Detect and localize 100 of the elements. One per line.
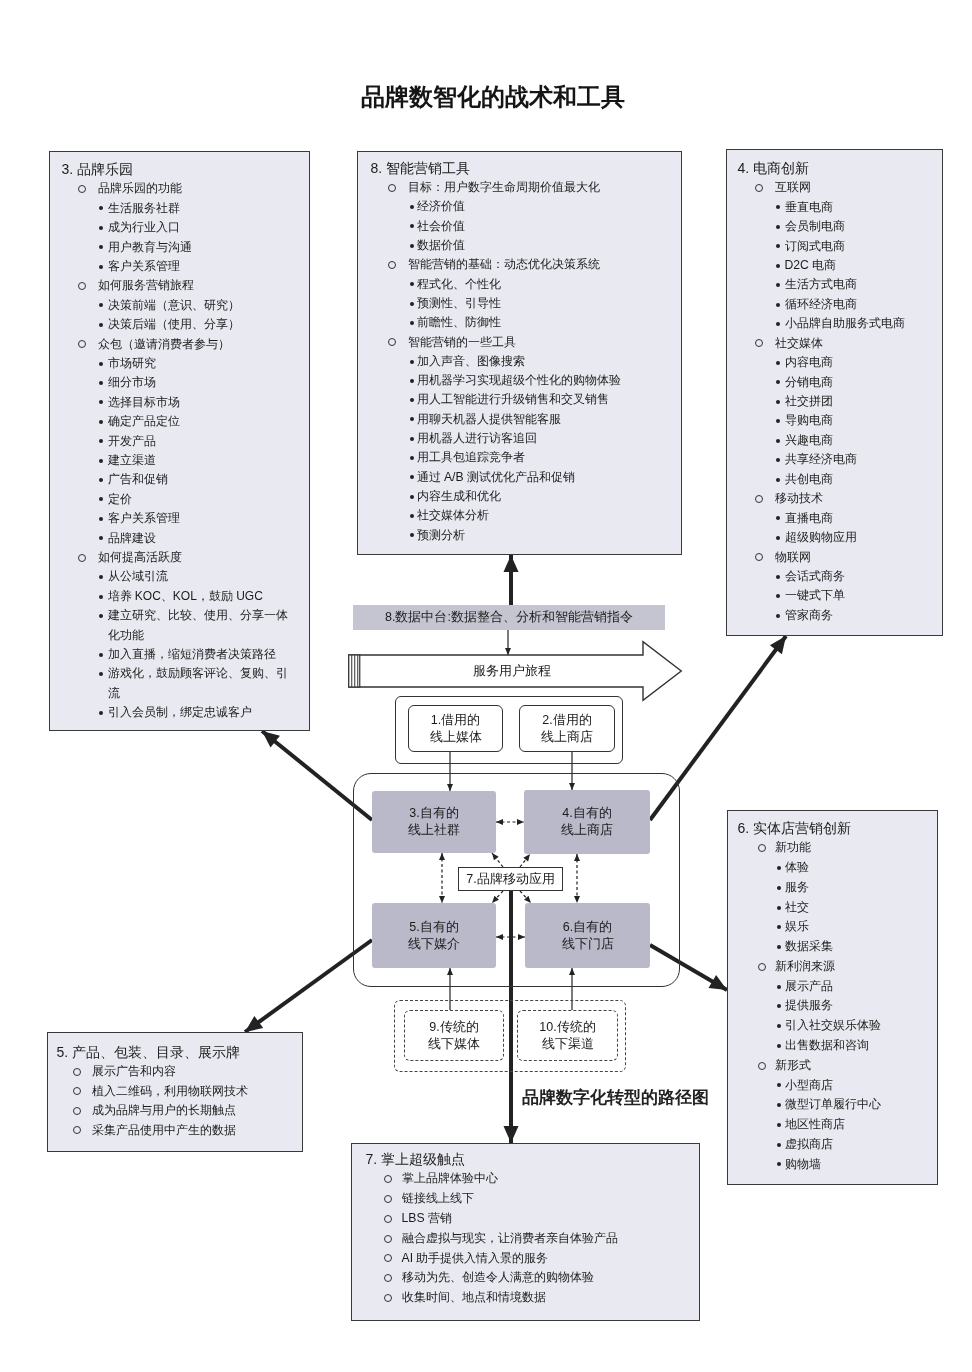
list-item: 虚拟商店 — [784, 1135, 833, 1153]
list-item: 导购电商 — [784, 412, 833, 430]
list-item: 移动技术 — [774, 490, 823, 508]
channel-box: 5.自有的线下媒介 — [372, 903, 496, 968]
list-item: 用聊天机器人提供智能客服 — [416, 410, 561, 428]
list-item: 垂直电商 — [784, 198, 833, 216]
arrow — [447, 967, 453, 1011]
list-item: 植入二维码，利用物联网技术 — [91, 1082, 248, 1100]
list-item: 市场研究 — [107, 354, 156, 372]
list-item: 小品牌自助服务式电商 — [784, 315, 905, 333]
channel-box: 3.自有的线上社群 — [372, 791, 496, 853]
list-item: 经济价值 — [416, 198, 465, 216]
channel-box: 1.借用的线上媒体 — [408, 705, 503, 752]
list-item: 游戏化，鼓励顾客评论、复购、引流 — [107, 665, 289, 702]
list-item: 兴趣电商 — [784, 431, 833, 449]
list-item: 物联网 — [774, 548, 811, 566]
list-item: 内容电商 — [784, 354, 833, 372]
list-item: 加入声音、图像搜索 — [416, 352, 525, 370]
list-item: 订阅式电商 — [784, 237, 845, 255]
list-item: 超级购物应用 — [784, 529, 857, 547]
list-item: AI 助手提供入情入景的服务 — [401, 1249, 549, 1267]
list-item: 如何服务营销旅程 — [97, 277, 194, 295]
text-panel — [49, 151, 310, 731]
group-box — [395, 696, 623, 764]
arrow — [447, 751, 453, 792]
panel-heading: 8. 智能营销工具 — [370, 158, 471, 178]
list-item: 数据价值 — [416, 237, 465, 255]
rounded-group-box — [353, 773, 680, 987]
list-item: 循环经济电商 — [784, 295, 857, 313]
channel-box: 4.自有的线上商店 — [524, 790, 650, 854]
list-item: 移动为先、创造令人满意的购物体验 — [401, 1269, 594, 1287]
list-item: 细分市场 — [107, 374, 156, 392]
list-item: 娱乐 — [784, 918, 809, 936]
list-item: 采集产品使用中产生的数据 — [91, 1121, 236, 1139]
panel-heading: 6. 实体店营销创新 — [737, 818, 852, 838]
app-box: 7.品牌移动应用 — [458, 867, 563, 891]
list-item: 定价 — [107, 490, 132, 508]
list-item: 管家商务 — [784, 606, 833, 624]
list-item: 体验 — [784, 859, 809, 877]
list-item: 客户关系管理 — [107, 510, 180, 528]
dashed-arrow — [519, 890, 532, 904]
list-item: 内容生成和优化 — [416, 487, 501, 505]
list-item: 建立研究、比较、使用、分享一体化功能 — [107, 607, 289, 644]
list-item: 用户教育与沟通 — [107, 238, 192, 256]
list-item: 预测性、引导性 — [416, 294, 501, 312]
list-item: 用人工智能进行升级销售和交叉销售 — [416, 391, 609, 409]
list-item: 预测分析 — [416, 526, 465, 544]
list-item: 融合虚拟与现实，让消费者亲自体验产品 — [401, 1229, 618, 1247]
dashed-double-arrow — [495, 819, 525, 825]
text-panel — [357, 151, 682, 555]
list-item: 社会价值 — [416, 217, 465, 235]
list-item: 社交媒体 — [774, 334, 823, 352]
list-item: 收集时间、地点和情境数据 — [401, 1289, 546, 1307]
arrow — [505, 629, 511, 656]
dashed-double-arrow — [439, 852, 445, 904]
list-item: D2C 电商 — [784, 257, 837, 274]
list-item: 众包（邀请消费者参与） — [97, 335, 230, 353]
list-item: 共创电商 — [784, 470, 833, 488]
diagram-title: 品牌数智化的战术和工具 — [361, 82, 625, 112]
list-item: 决策前端（意识、研究） — [107, 296, 240, 314]
list-item: 加入直播，缩短消费者决策路径 — [107, 646, 276, 664]
list-item: 从公域引流 — [107, 568, 168, 586]
list-item: 掌上品牌体验中心 — [401, 1170, 498, 1188]
list-item: 开发产品 — [107, 432, 156, 450]
text-panel — [47, 1032, 303, 1152]
dashed-box: 9.传统的线下媒体 — [404, 1010, 504, 1061]
list-item: 引入社交娱乐体验 — [784, 1017, 881, 1035]
list-item: 客户关系管理 — [107, 257, 180, 275]
text-panel — [351, 1143, 700, 1321]
list-item: 建立渠道 — [107, 452, 156, 469]
arrow — [569, 751, 575, 791]
list-item: 智能营销的基础：动态优化决策系统 — [407, 256, 600, 274]
dashed-group-box — [394, 1000, 626, 1072]
channel-box: 6.自有的线下门店 — [525, 903, 650, 968]
dashed-arrow — [491, 852, 504, 868]
list-item: 用工具包追踪竞争者 — [416, 449, 525, 467]
list-item: 选择目标市场 — [107, 393, 180, 411]
thick-arrow — [648, 634, 788, 822]
arrow — [569, 967, 575, 1011]
list-item: 新功能 — [774, 839, 811, 857]
list-item: 品牌建设 — [107, 529, 156, 547]
list-item: 服务 — [784, 878, 809, 896]
list-item: 链接线上线下 — [401, 1190, 474, 1208]
list-item: 决策后端（使用、分享） — [107, 316, 240, 334]
panel-heading: 7. 掌上超级触点 — [365, 1149, 466, 1169]
list-item: 直播电商 — [784, 509, 833, 527]
list-item: 会话式商务 — [784, 568, 845, 585]
list-item: 引入会员制，绑定忠诚客户 — [107, 704, 252, 722]
list-item: 程式化、个性化 — [416, 275, 501, 293]
thick-arrow — [260, 729, 374, 822]
dashed-box: 10.传统的线下渠道 — [517, 1010, 618, 1061]
list-item: 目标：用户数字生命周期价值最大化 — [407, 179, 600, 197]
list-item: 地区性商店 — [784, 1116, 845, 1134]
list-item: 会员制电商 — [784, 218, 845, 236]
diagram-caption: 品牌数字化转型的路径图 — [522, 1087, 709, 1109]
dashed-arrow — [519, 853, 531, 868]
list-item: 社交拼团 — [784, 393, 833, 411]
thick-arrow — [243, 938, 374, 1034]
text-panel — [726, 149, 943, 636]
list-item: 生活方式电商 — [784, 276, 857, 294]
